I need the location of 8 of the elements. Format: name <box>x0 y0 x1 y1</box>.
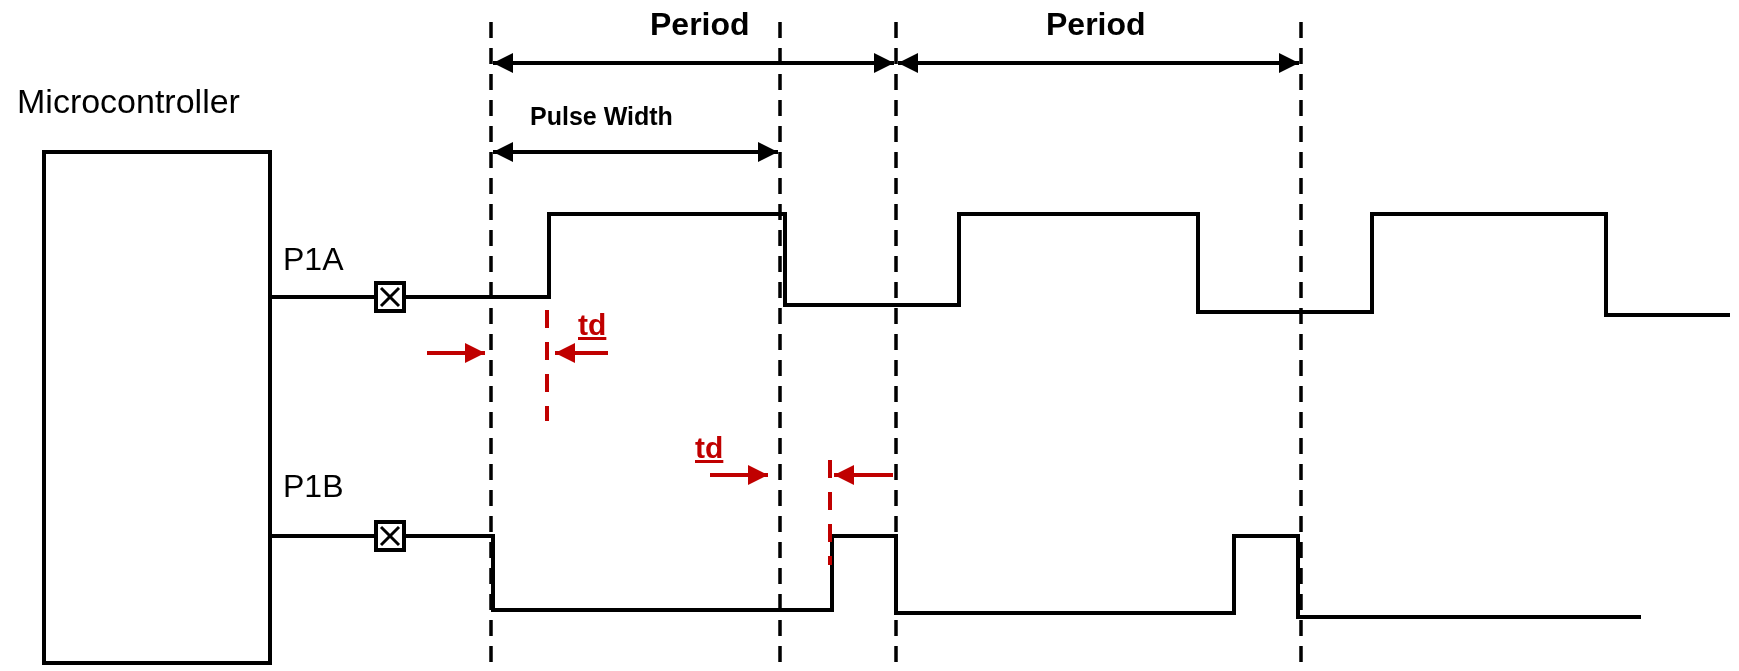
signal-label: Pulse Width <box>530 104 673 129</box>
box-heading: Microcontroller <box>17 84 240 118</box>
signal-label: Period <box>650 8 750 40</box>
signal-label: td <box>695 433 724 463</box>
signal-label: td <box>578 310 607 340</box>
signal-label: P1A <box>283 243 344 275</box>
signal-label: Period <box>1046 8 1146 40</box>
signal-label: P1B <box>283 470 344 502</box>
